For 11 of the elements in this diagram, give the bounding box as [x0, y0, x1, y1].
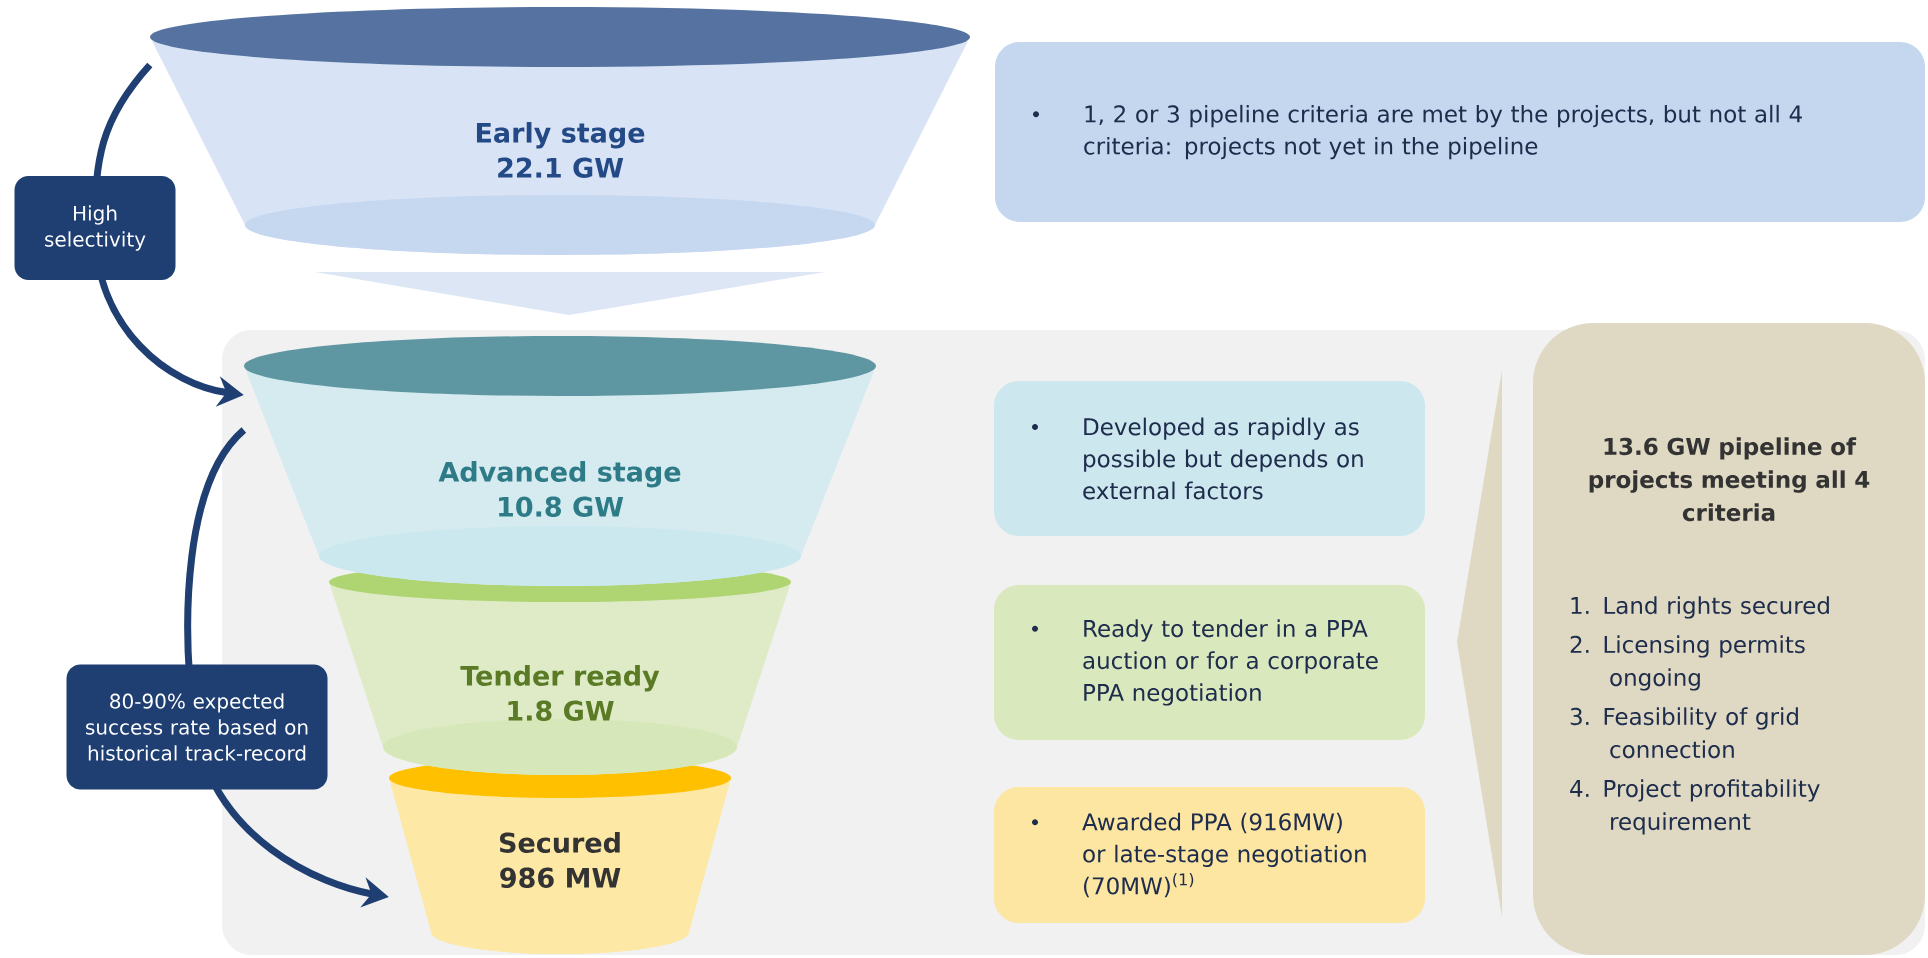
- funnel-segment: Early stage 22.1 GW: [150, 7, 970, 315]
- funnel-segment: Advanced stage 10.8 GW: [244, 336, 876, 586]
- edge-label: High selectivity: [14, 176, 176, 280]
- funnel-segment: Secured 986 MW: [389, 758, 731, 954]
- criteria-panel: 13.6 GW pipeline of projects meeting all 4 criteria 1. Land rights secured 2. Licensing permits ongoing 3. Feasibility of grid connection 4. Project profitability requirement: [1457, 323, 1925, 955]
- funnel-segment: Tender ready 1.8 GW: [329, 562, 791, 775]
- description-box: Developed as rapidly as possible but depends on external factors: [994, 381, 1425, 536]
- description-box: 1, 2 or 3 pipeline criteria are met by the projects, but not all 4 criteria: projects not yet in the pipeline: [995, 42, 1925, 222]
- description-box: Awarded PPA (916MW) or late-stage negotiation (70MW)$^{(1)}$: [994, 787, 1425, 923]
- edge-label: 80-90% expected success rate based on historical track-record: [66, 664, 328, 790]
- description-box: Ready to tender in a PPA auction or for a corporate PPA negotiation: [994, 585, 1425, 740]
